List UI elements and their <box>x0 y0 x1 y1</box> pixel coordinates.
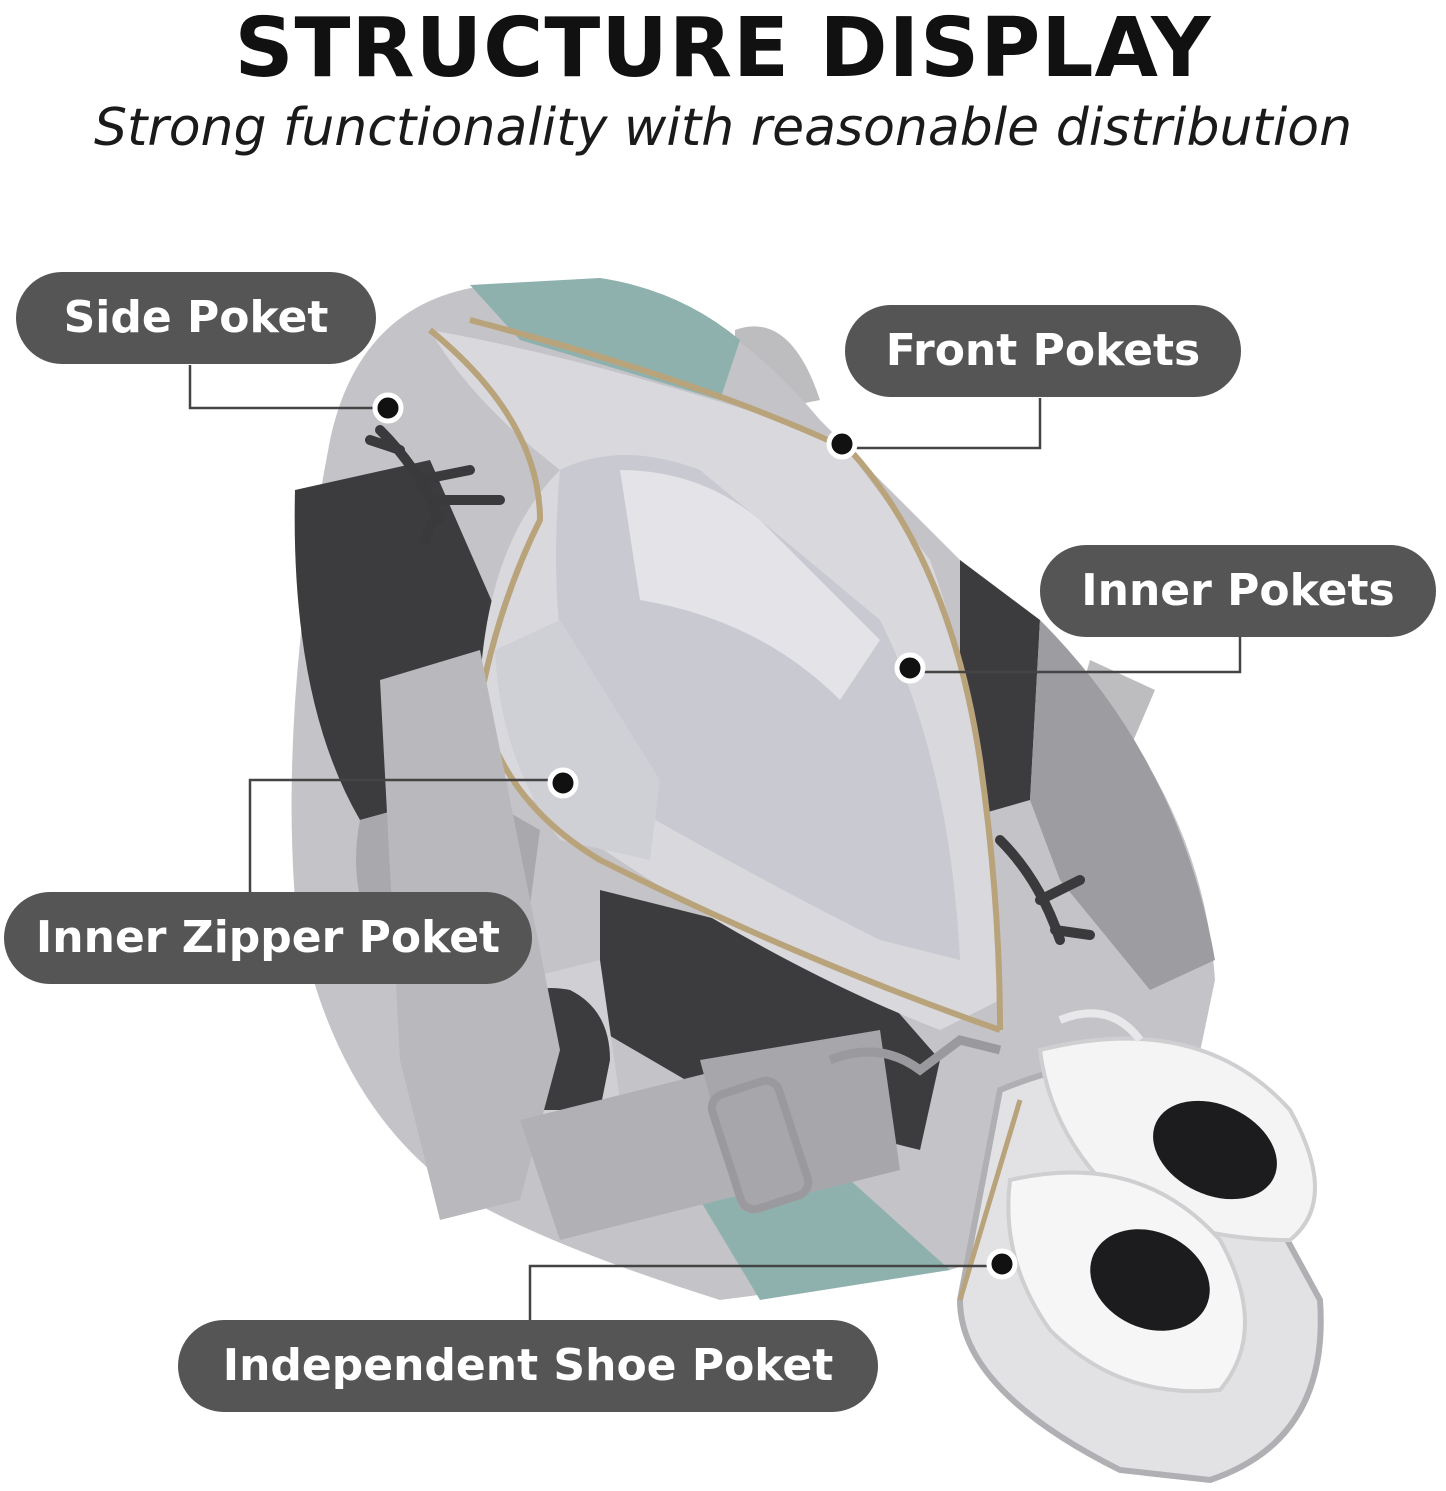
callout-shoe-pocket: Independent Shoe Poket <box>178 1320 878 1412</box>
page-subtitle: Strong functionality with reasonable dis… <box>93 98 1353 158</box>
marker-front-pockets <box>826 428 858 460</box>
marker-inner-pockets <box>894 652 926 684</box>
callout-inner-zipper-pocket: Inner Zipper Poket <box>4 892 532 984</box>
leader-shoe-pocket <box>528 1264 1002 1320</box>
shoe-compartment <box>956 1009 1324 1484</box>
leader-inner-pockets <box>910 636 1242 674</box>
antler-decoration <box>365 425 1095 945</box>
marker-shoe-pocket <box>986 1248 1018 1280</box>
leader-side-pocket <box>188 365 388 410</box>
leader-front-pockets <box>842 398 1042 450</box>
callout-inner-pockets: Inner Pokets <box>1040 545 1436 637</box>
callout-front-pockets: Front Pokets <box>845 305 1241 397</box>
bag-interior <box>428 317 1003 1033</box>
marker-inner-zipper-pocket <box>547 767 579 799</box>
leader-lines <box>188 365 1242 1320</box>
marker-dots <box>372 392 1018 1280</box>
marker-side-pocket <box>372 392 404 424</box>
leader-inner-zipper-pocket <box>248 778 565 892</box>
callout-side-pocket: Side Poket <box>16 272 376 364</box>
page-title: STRUCTURE DISPLAY <box>234 1 1212 96</box>
